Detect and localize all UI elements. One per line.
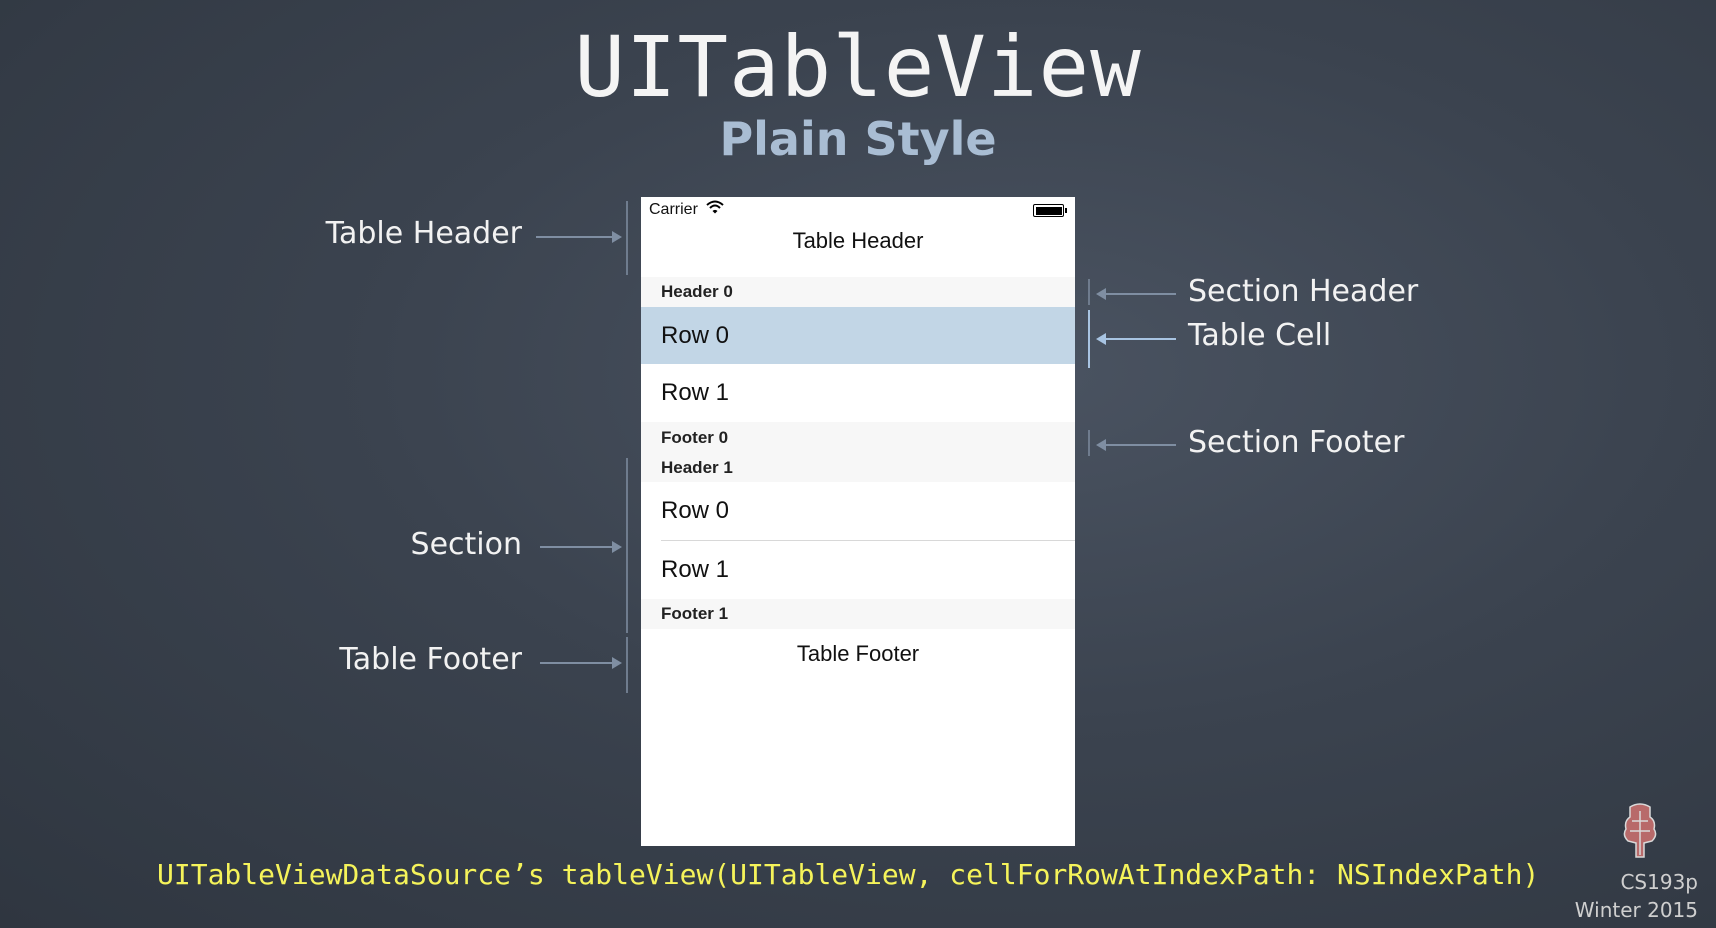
- arrow-section-header: [1104, 293, 1176, 295]
- table-cell-0-0[interactable]: Row 0: [641, 307, 1075, 364]
- battery-icon: [1033, 204, 1067, 217]
- code-method-signature: UITableViewDataSource’s tableView(UITabl…: [157, 858, 1540, 891]
- course-term: Winter 2015: [1574, 898, 1698, 922]
- slide-subtitle: Plain Style: [719, 112, 997, 166]
- section-footer-1: Footer 1: [641, 599, 1075, 629]
- bracket-table-cell: [1088, 310, 1090, 368]
- table-cell-0-1[interactable]: Row 1: [641, 364, 1075, 422]
- arrow-section: [540, 546, 618, 548]
- section-header-1: Header 1: [641, 453, 1075, 482]
- label-table-footer: Table Footer: [339, 642, 522, 677]
- phone-screen: Carrier Table Header Header 0 Row 0 Row …: [641, 197, 1075, 846]
- arrow-head-table-header: [612, 231, 622, 243]
- arrow-head-table-footer: [612, 657, 622, 669]
- bracket-section: [626, 458, 628, 633]
- label-table-cell: Table Cell: [1188, 318, 1332, 353]
- arrow-table-footer: [540, 662, 618, 664]
- arrow-head-section-header: [1096, 288, 1106, 300]
- table-footer-view: Table Footer: [796, 641, 920, 666]
- bracket-section-header: [1088, 279, 1090, 305]
- status-bar: Carrier: [641, 197, 1075, 221]
- table-header-view: Table Header: [792, 228, 924, 253]
- stanford-tree-icon: [1620, 803, 1660, 861]
- course-code: CS193p: [1620, 870, 1698, 894]
- arrow-head-table-cell: [1096, 333, 1106, 345]
- section-footer-0: Footer 0: [641, 422, 1075, 453]
- table-cell-1-0[interactable]: Row 0: [641, 482, 1075, 540]
- wifi-icon: [706, 200, 724, 219]
- arrow-head-section: [612, 541, 622, 553]
- carrier-label: Carrier: [649, 201, 698, 218]
- arrow-table-cell: [1104, 338, 1176, 340]
- bracket-table-footer: [626, 637, 628, 693]
- label-section-footer: Section Footer: [1188, 425, 1405, 460]
- section-header-0: Header 0: [641, 277, 1075, 307]
- label-section-header: Section Header: [1188, 274, 1419, 309]
- arrow-table-header: [536, 236, 618, 238]
- bracket-table-header: [626, 201, 628, 275]
- slide-title: UITableView: [574, 18, 1142, 116]
- arrow-head-section-footer: [1096, 439, 1106, 451]
- bracket-section-footer: [1088, 430, 1090, 456]
- table-cell-1-1[interactable]: Row 1: [641, 541, 1075, 599]
- label-table-header: Table Header: [325, 216, 522, 251]
- arrow-section-footer: [1104, 444, 1176, 446]
- cell-separator: [661, 540, 1075, 541]
- label-section: Section: [410, 527, 522, 562]
